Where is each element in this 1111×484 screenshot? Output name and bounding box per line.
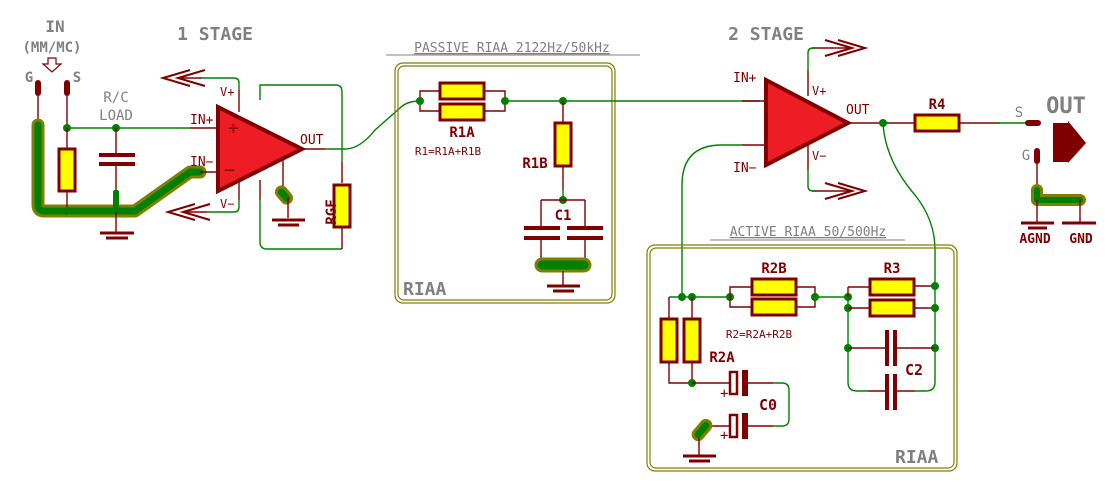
r4-label: R4 [929, 97, 946, 113]
load-resistor[interactable] [57, 147, 77, 193]
input-arrow-icon [41, 57, 63, 73]
active-riaa-header: ACTIVE RIAA 50/500Hz [730, 225, 887, 240]
stage2-in-minus-label: IN− [733, 161, 757, 176]
r2a-label: R2A [709, 350, 735, 366]
stage1-opamp-section: 1 STAGE V+ V− IN+ IN− + − OUT [159, 24, 421, 250]
r2a-resistor-left[interactable] [659, 317, 679, 364]
stage1-in-minus-label: IN− [190, 155, 214, 170]
output-arrow-icon [1053, 121, 1086, 163]
input-section: IN (MM/MC) G S R/C LOAD [22, 17, 218, 240]
stage2-out-label: OUT [846, 103, 870, 118]
r1-formula: R1=R1A+R1B [415, 145, 482, 158]
load-capacitor[interactable] [99, 153, 135, 157]
input-title: IN [45, 17, 64, 36]
stage1-out-label: OUT [300, 133, 324, 148]
r4-resistor[interactable] [913, 113, 961, 133]
ground-icon [272, 218, 305, 227]
c1-label: C1 [555, 208, 572, 224]
c2-label: C2 [905, 361, 923, 379]
c0-capacitor-top[interactable] [728, 370, 739, 396]
ground-icon [100, 231, 134, 240]
r1a-resistor-bottom[interactable] [438, 102, 486, 122]
r2b-resistor-top[interactable] [750, 277, 798, 297]
c2-capacitor-top[interactable] [885, 330, 889, 366]
stage1-vplus-label: V+ [220, 85, 234, 99]
stage1-vminus-arrow-icon [164, 203, 211, 221]
c0-plus-sign-top: + [720, 386, 728, 402]
stage2-title: 2 STAGE [728, 24, 804, 45]
r1a-label: R1A [449, 125, 475, 141]
r3-resistor-top[interactable] [868, 277, 916, 297]
c1-capacitor-left[interactable] [524, 226, 560, 230]
output-pin-s-label: S [1015, 105, 1023, 121]
c0-label: C0 [759, 396, 777, 414]
passive-riaa-box-label: RIAA [403, 279, 447, 300]
agnd-ground-icon [1021, 221, 1054, 230]
output-section: R4 S OUT G AGND GND [913, 94, 1096, 247]
stage1-opamp[interactable] [216, 103, 307, 195]
output-pin-s[interactable] [1025, 120, 1041, 126]
rc-load-label-1: R/C [103, 90, 128, 106]
active-riaa-section: ACTIVE RIAA 50/500Hz R2A R2B R2=R2A+R2B [646, 225, 958, 472]
rc-load-label-2: LOAD [99, 108, 133, 124]
c0-ground-pad [691, 418, 713, 442]
r3-resistor-bottom[interactable] [868, 298, 916, 318]
c2-capacitor-bottom[interactable] [885, 374, 889, 410]
input-subtitle: (MM/MC) [22, 40, 81, 56]
gnd-label: GND [1069, 232, 1093, 247]
r3-label: R3 [884, 261, 901, 277]
active-riaa-box-label: RIAA [895, 447, 939, 468]
stage2-vminus-label: V− [812, 149, 826, 163]
r1a-resistor-top[interactable] [438, 81, 486, 101]
r2b-resistor-bottom[interactable] [750, 297, 798, 317]
r2-formula: R2=R2A+R2B [726, 328, 793, 341]
stage1-minus-sign: − [224, 160, 235, 181]
input-pin-s-label: S [73, 70, 81, 86]
stage1-vminus-label: V− [220, 197, 234, 211]
r1b-resistor[interactable] [553, 121, 573, 168]
agnd-label: AGND [1019, 232, 1050, 247]
output-pin-g-label: G [1022, 148, 1030, 164]
stage2-vminus-arrow-icon [812, 182, 869, 200]
output-title: OUT [1046, 94, 1086, 119]
c0-plus-sign-bottom: + [720, 428, 728, 444]
r1b-label: R1B [522, 156, 547, 172]
stage2-vplus-label: V+ [812, 84, 826, 98]
stage2-in-plus-label: IN+ [733, 71, 757, 86]
stage2-vplus-arrow-icon [812, 39, 869, 57]
ground-icon [547, 284, 580, 293]
passive-riaa-header: PASSIVE RIAA 2122Hz/50kHz [414, 41, 610, 56]
passive-riaa-section: PASSIVE RIAA 2122Hz/50kHz R1A R1=R1A+R1B… [386, 41, 760, 304]
ground-icon [683, 454, 716, 463]
stage1-ground-pad [274, 185, 294, 205]
rgf-resistor[interactable] [332, 183, 352, 229]
stage2-opamp[interactable] [764, 76, 853, 169]
c1-capacitor-right[interactable] [567, 226, 603, 230]
r2a-resistor-right[interactable] [682, 317, 702, 364]
stage1-in-plus-label: IN+ [190, 113, 214, 128]
stage2-opamp-section: 2 STAGE V+ V− IN+ IN− OUT [681, 24, 936, 296]
input-pin-g[interactable] [35, 80, 41, 96]
c0-capacitor-bottom[interactable] [728, 413, 739, 439]
rgf-label: RGF [324, 199, 340, 224]
input-pin-g-label: G [25, 70, 33, 86]
input-pin-s[interactable] [64, 80, 70, 96]
r2b-label: R2B [761, 261, 786, 277]
stage1-plus-sign: + [228, 118, 239, 139]
stage1-title: 1 STAGE [177, 24, 253, 45]
output-pin-g[interactable] [1034, 148, 1040, 164]
stage1-vplus-arrow-icon [159, 69, 206, 87]
